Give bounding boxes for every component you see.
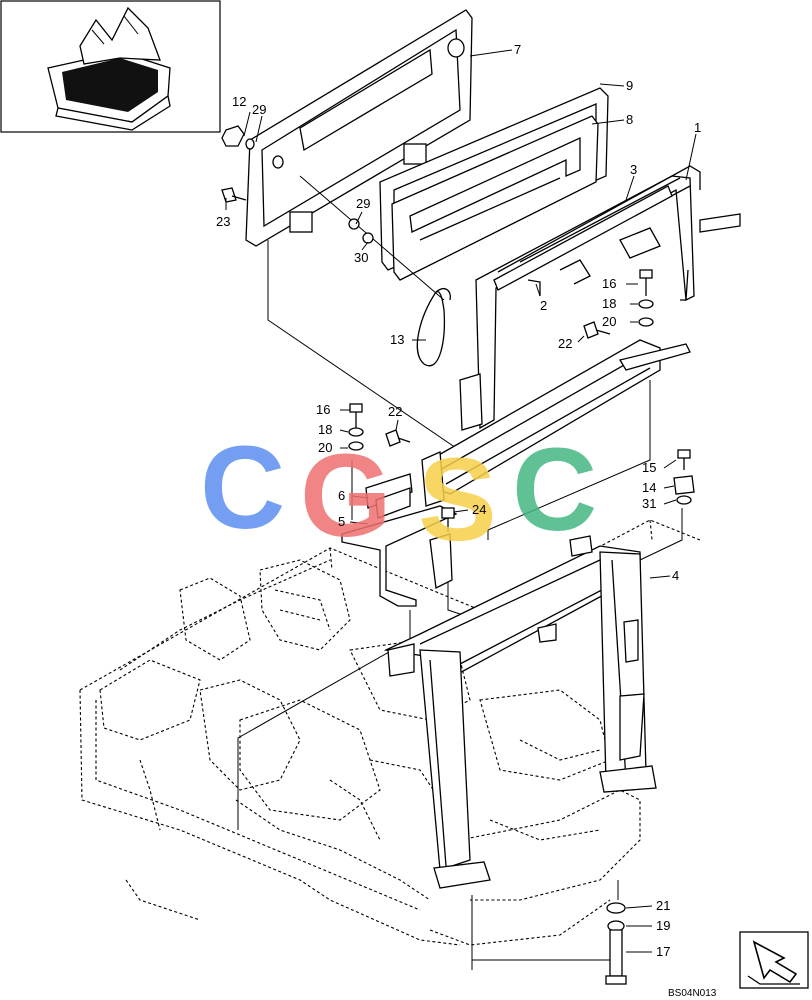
callout-29-mid: 29 (356, 196, 370, 211)
callout-20-right: 20 (602, 314, 616, 329)
callout-18-left: 18 (318, 422, 332, 437)
callout-6: 6 (338, 488, 345, 503)
callout-17: 17 (656, 944, 670, 959)
callout-5: 5 (338, 514, 345, 529)
callout-4: 4 (672, 568, 679, 583)
callout-2: 2 (540, 298, 547, 313)
callout-18-right: 18 (602, 296, 616, 311)
hardware-bolts-washers (221, 125, 695, 985)
direction-arrow-icon (752, 940, 798, 984)
watermark-letter-g: G (300, 430, 392, 562)
callout-8: 8 (626, 112, 633, 127)
callout-7: 7 (514, 42, 521, 57)
callout-9: 9 (626, 78, 633, 93)
callout-21: 21 (656, 898, 670, 913)
seat-slide-rail (421, 339, 691, 507)
watermark-letter-c1: C (200, 422, 285, 554)
inset-seat-icon (47, 6, 171, 131)
callout-leaders (225, 49, 697, 953)
watermark-letter-c2: C (512, 424, 597, 556)
callout-22-left: 22 (388, 404, 402, 419)
watermark-letter-s: S (418, 434, 497, 566)
callout-labels: 7 9 8 1 3 12 29 23 29 30 2 16 18 20 22 1… (216, 42, 701, 959)
part-1-mount-frame (459, 165, 741, 431)
part-3-mount-rail (493, 185, 673, 291)
callout-22-right: 22 (558, 336, 572, 351)
callout-19: 19 (656, 918, 670, 933)
callout-30: 30 (354, 250, 368, 265)
callout-20-left: 20 (318, 440, 332, 455)
callout-3: 3 (630, 162, 637, 177)
callout-1: 1 (694, 120, 701, 135)
callout-14: 14 (642, 480, 656, 495)
callout-12: 12 (232, 94, 246, 109)
callout-29-top: 29 (252, 102, 266, 117)
base-frame-outline (79, 519, 701, 946)
part-8-seat-frame-inner (391, 115, 599, 281)
callout-31: 31 (642, 496, 656, 511)
part-6-bracket (365, 473, 413, 519)
drawing-code: BS04N013 (668, 988, 717, 999)
watermark: C G S C (200, 422, 597, 566)
callout-15: 15 (642, 460, 656, 475)
callout-23: 23 (216, 214, 230, 229)
dashed-leaders (237, 240, 683, 970)
part-5-bracket (341, 505, 458, 607)
part-4-seat-stand (383, 535, 657, 889)
callout-16-right: 16 (602, 276, 616, 291)
callout-24: 24 (472, 502, 486, 517)
part-2-clip (527, 259, 591, 296)
orientation-arrow-box (739, 931, 809, 989)
part-7-back-cover (245, 9, 473, 247)
callout-16-left: 16 (316, 402, 330, 417)
inset-thumbnail (0, 0, 221, 133)
callout-13: 13 (390, 332, 404, 347)
